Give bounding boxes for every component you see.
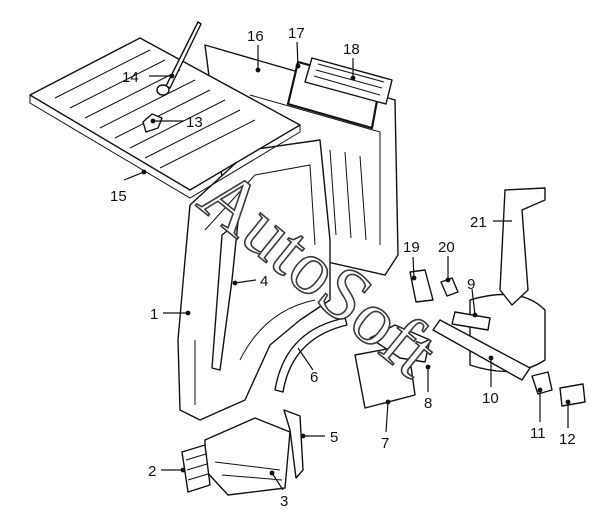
roof-panel xyxy=(29,37,301,199)
reflector-bracket xyxy=(531,371,553,395)
callout-12[interactable]: 12 xyxy=(559,431,576,448)
step-box xyxy=(204,417,291,496)
callout-2[interactable]: 2 xyxy=(148,463,156,480)
callout-6[interactable]: 6 xyxy=(310,369,318,386)
callout-11[interactable]: 11 xyxy=(530,425,546,442)
reflector xyxy=(559,383,586,407)
callout-15[interactable]: 15 xyxy=(110,188,127,205)
callout-16[interactable]: 16 xyxy=(247,28,264,45)
callout-1[interactable]: 1 xyxy=(150,306,158,323)
callout-13[interactable]: 13 xyxy=(186,114,203,131)
callout-20[interactable]: 20 xyxy=(438,239,455,256)
callout-labels: 1 2 3 4 5 6 7 8 9 10 11 12 13 14 15 16 1… xyxy=(110,25,576,510)
callout-21[interactable]: 21 xyxy=(470,214,487,231)
callout-17[interactable]: 17 xyxy=(288,25,305,42)
mounting-rail xyxy=(432,319,531,381)
leader-lines xyxy=(123,41,571,491)
callout-14[interactable]: 14 xyxy=(122,69,139,86)
filler-housing xyxy=(369,324,431,363)
tank-strap xyxy=(451,311,491,331)
callout-10[interactable]: 10 xyxy=(482,390,499,407)
callout-4[interactable]: 4 xyxy=(260,273,268,290)
roof-antenna xyxy=(156,21,202,96)
callout-19[interactable]: 19 xyxy=(403,239,420,256)
step-bracket xyxy=(283,409,304,479)
wheel-arch-liner xyxy=(274,317,348,393)
callout-18[interactable]: 18 xyxy=(343,41,360,58)
mud-flap xyxy=(181,444,211,493)
callout-8[interactable]: 8 xyxy=(424,395,432,412)
inner-pillar-strip xyxy=(211,221,239,371)
callout-9[interactable]: 9 xyxy=(467,276,475,293)
callout-5[interactable]: 5 xyxy=(330,429,338,446)
callout-7[interactable]: 7 xyxy=(381,435,389,452)
callout-3[interactable]: 3 xyxy=(280,493,288,510)
air-intake-snorkel xyxy=(499,187,546,306)
rear-window-glass xyxy=(304,57,393,105)
